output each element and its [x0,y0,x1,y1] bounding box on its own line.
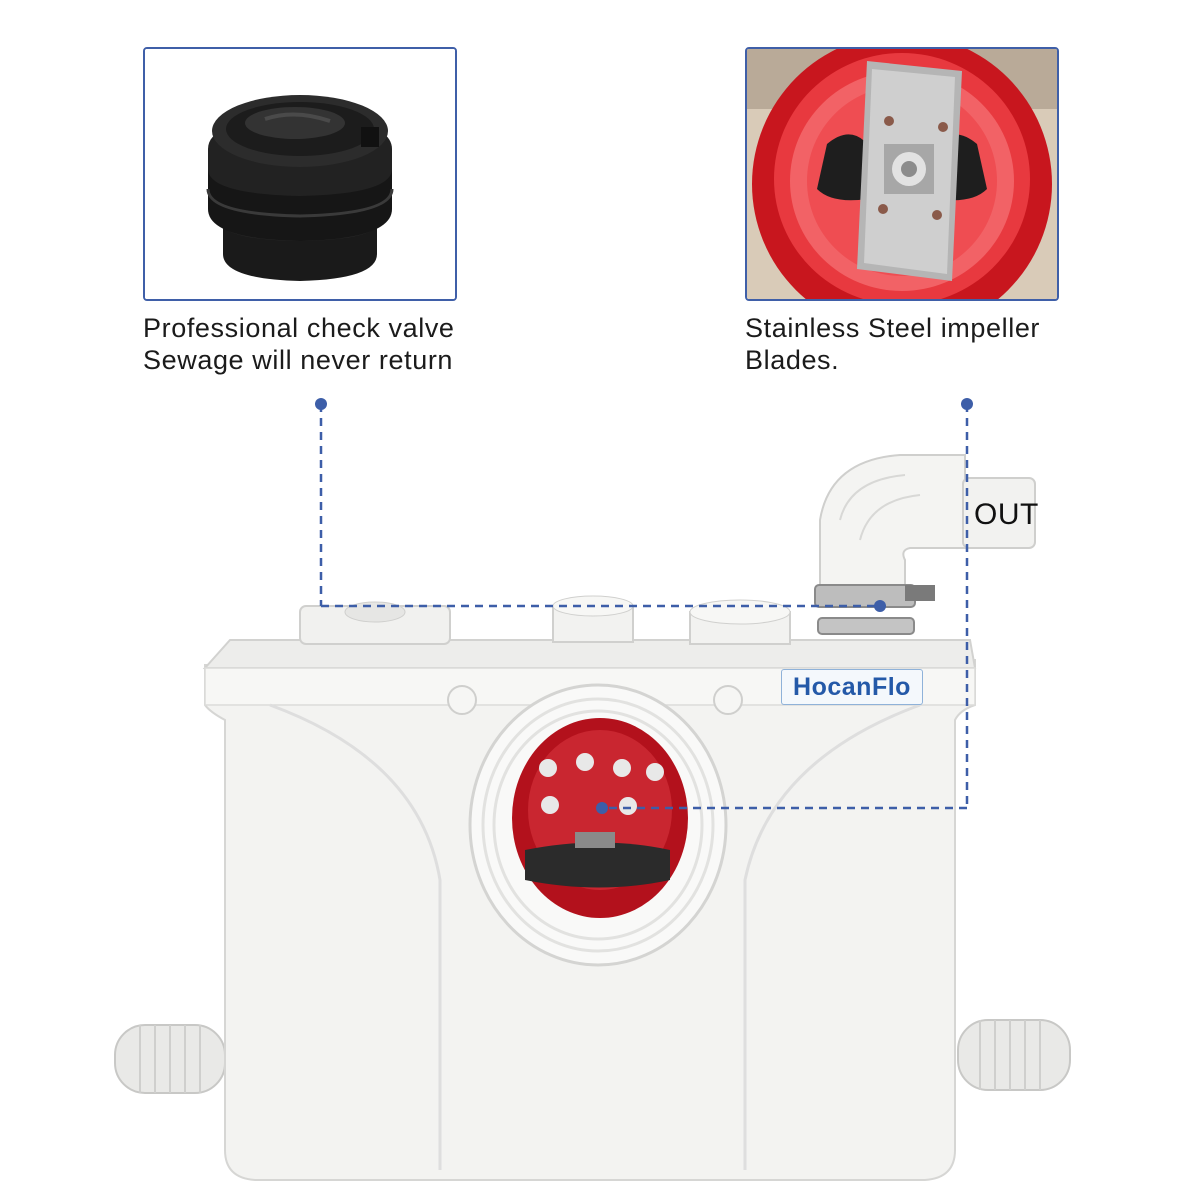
callout-dot-valve-target [874,600,886,612]
impeller-caption-line2: Blades. [745,345,840,375]
impeller-inset [745,47,1059,301]
check-valve-photo-icon [145,49,455,299]
impeller-photo-icon [747,49,1057,299]
check-valve-caption-line1: Professional check valve [143,313,455,343]
front-inlet-icon [468,683,728,967]
brand-logo: HocanFlo [781,669,923,705]
check-valve-inset [143,47,457,301]
impeller-caption-line1: Stainless Steel impeller [745,313,1041,343]
callout-dot-impeller-target [596,802,608,814]
right-inlet-hose-icon [957,1019,1071,1091]
left-inlet-hose-icon [114,1024,226,1094]
outlet-label: OUT [974,498,1039,531]
callout-dot-valve-top [315,398,327,410]
check-valve-caption-line2: Sewage will never return [143,345,454,375]
callout-guide-lines [319,404,969,810]
check-valve-caption: Professional check valve Sewage will nev… [143,312,455,376]
outlet-elbow-icon [814,454,1036,635]
callout-dot-impeller-top [961,398,973,410]
impeller-caption: Stainless Steel impeller Blades. [745,312,1040,376]
